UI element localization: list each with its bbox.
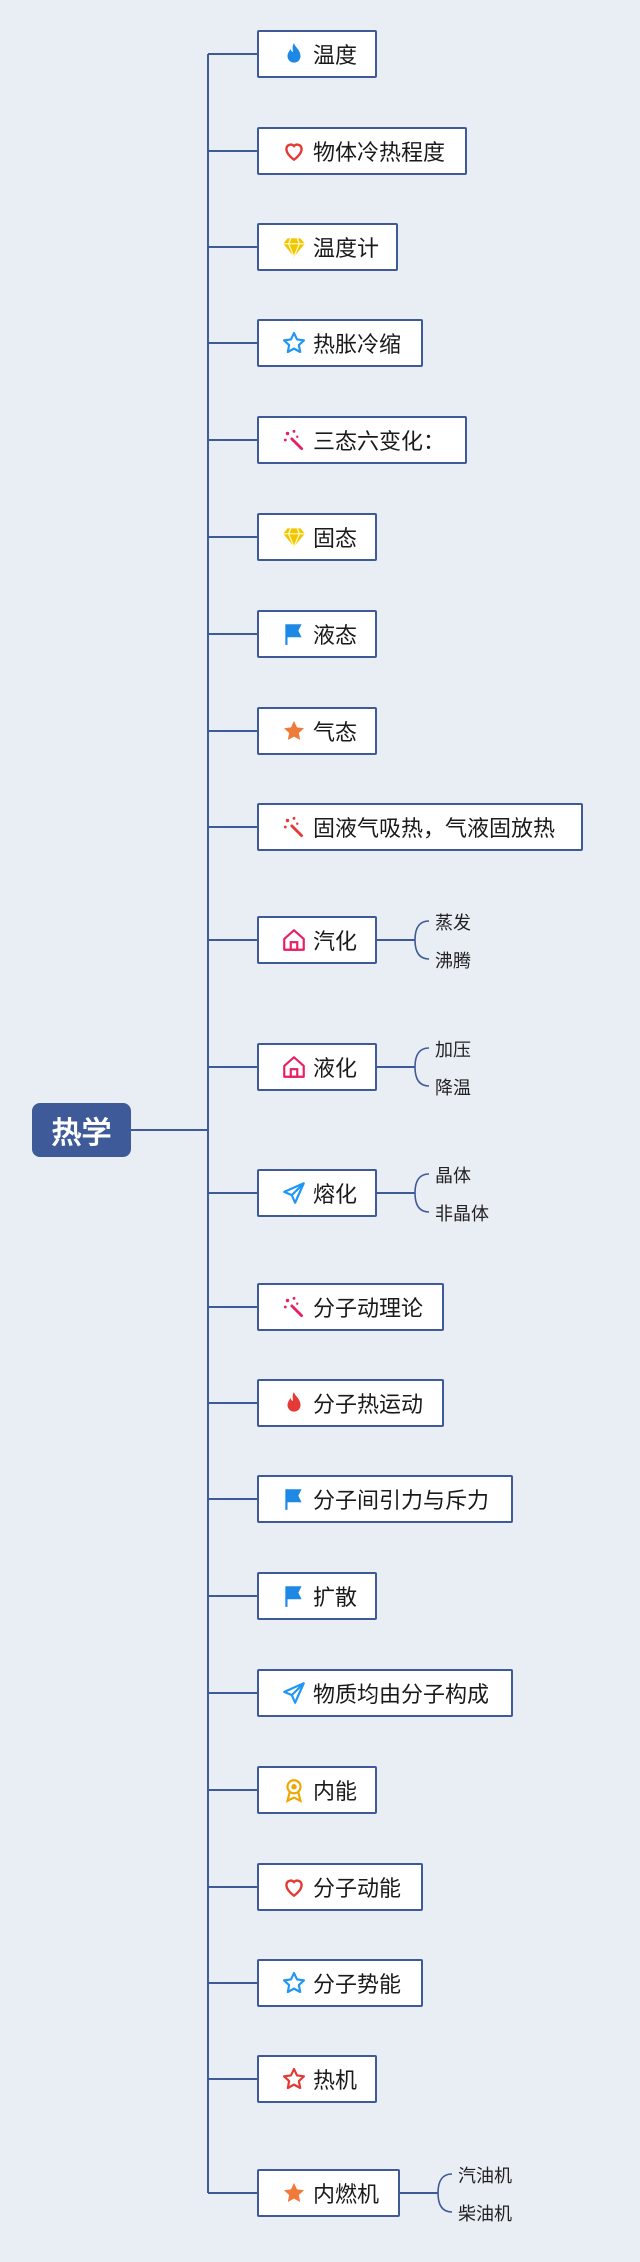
topic-label: 内燃机 bbox=[313, 2183, 380, 2208]
topic-label: 固态 bbox=[313, 527, 358, 552]
root-topic[interactable]: 热学 bbox=[32, 1103, 131, 1157]
topic-node[interactable]: 液化 bbox=[257, 1043, 377, 1091]
topic-label: 内能 bbox=[313, 1780, 358, 1805]
topic-label: 熔化 bbox=[313, 1183, 358, 1208]
root-topic-label: 热学 bbox=[51, 1116, 112, 1151]
magic-wand-icon bbox=[281, 427, 307, 453]
fire-icon bbox=[281, 41, 307, 67]
flag-icon bbox=[281, 1486, 307, 1512]
topic-node[interactable]: 分子势能 bbox=[257, 1959, 423, 2007]
topic-label: 温度计 bbox=[313, 237, 380, 262]
subtopic-curve bbox=[414, 1066, 430, 1087]
flag-icon bbox=[281, 1583, 307, 1609]
paper-plane-icon bbox=[281, 1680, 307, 1706]
topic-node[interactable]: 内燃机 bbox=[257, 2169, 400, 2217]
topic-label: 液化 bbox=[313, 1057, 358, 1082]
subtopic-label[interactable]: 晶体 bbox=[435, 1166, 471, 1187]
topic-node[interactable]: 物质均由分子构成 bbox=[257, 1669, 513, 1717]
topic-label: 气态 bbox=[313, 721, 358, 746]
topic-label: 三态六变化： bbox=[313, 430, 446, 455]
heart-icon bbox=[281, 138, 307, 164]
subtopic-label[interactable]: 沸腾 bbox=[435, 951, 471, 972]
topic-node[interactable]: 分子动理论 bbox=[257, 1283, 444, 1331]
home-icon bbox=[281, 1054, 307, 1080]
subtopic-label[interactable]: 蒸发 bbox=[435, 913, 471, 934]
subtopic-curve bbox=[414, 1173, 430, 1194]
topic-label: 分子动能 bbox=[313, 1877, 402, 1902]
topic-node[interactable]: 汽化 bbox=[257, 916, 377, 964]
topic-label: 温度 bbox=[313, 44, 358, 69]
topic-label: 分子势能 bbox=[313, 1973, 402, 1998]
magic-wand-icon bbox=[281, 814, 307, 840]
flag-icon bbox=[281, 621, 307, 647]
topic-label: 热机 bbox=[313, 2069, 358, 2094]
topic-node[interactable]: 物体冷热程度 bbox=[257, 127, 467, 175]
heart-icon bbox=[281, 1874, 307, 1900]
subtopic-label[interactable]: 汽油机 bbox=[458, 2166, 512, 2187]
topic-label: 固液气吸热，气液固放热 bbox=[313, 817, 556, 842]
topic-label: 物体冷热程度 bbox=[313, 141, 446, 166]
topic-label: 汽化 bbox=[313, 930, 358, 955]
fire-icon bbox=[281, 1390, 307, 1416]
topic-node[interactable]: 热机 bbox=[257, 2055, 377, 2103]
topic-node[interactable]: 分子间引力与斥力 bbox=[257, 1475, 513, 1523]
topic-node[interactable]: 液态 bbox=[257, 610, 377, 658]
topic-label: 分子动理论 bbox=[313, 1297, 424, 1322]
topic-node[interactable]: 固液气吸热，气液固放热 bbox=[257, 803, 583, 851]
topic-node[interactable]: 内能 bbox=[257, 1766, 377, 1814]
topic-node[interactable]: 分子热运动 bbox=[257, 1379, 444, 1427]
star-outline-icon bbox=[281, 330, 307, 356]
subtopic-label[interactable]: 柴油机 bbox=[458, 2204, 512, 2225]
magic-wand-icon bbox=[281, 1294, 307, 1320]
subtopic-curve bbox=[437, 2173, 453, 2194]
medal-icon bbox=[281, 1777, 307, 1803]
subtopic-curve bbox=[414, 1047, 430, 1068]
star-outline-icon bbox=[281, 1970, 307, 1996]
star-filled-icon bbox=[281, 2180, 307, 2206]
paper-plane-icon bbox=[281, 1180, 307, 1206]
topic-node[interactable]: 气态 bbox=[257, 707, 377, 755]
topic-label: 分子间引力与斥力 bbox=[313, 1489, 490, 1514]
topic-node[interactable]: 熔化 bbox=[257, 1169, 377, 1217]
subtopic-curve bbox=[414, 1192, 430, 1213]
topic-node[interactable]: 扩散 bbox=[257, 1572, 377, 1620]
subtopic-label[interactable]: 非晶体 bbox=[435, 1204, 489, 1225]
topic-node[interactable]: 固态 bbox=[257, 513, 377, 561]
topic-label: 液态 bbox=[313, 624, 358, 649]
star-outline-icon bbox=[281, 2066, 307, 2092]
star-filled-icon bbox=[281, 718, 307, 744]
topic-node[interactable]: 热胀冷缩 bbox=[257, 319, 423, 367]
subtopic-curve bbox=[437, 2192, 453, 2213]
topic-label: 扩散 bbox=[313, 1586, 358, 1611]
subtopic-label[interactable]: 降温 bbox=[435, 1078, 471, 1099]
home-icon bbox=[281, 927, 307, 953]
subtopic-label[interactable]: 加压 bbox=[435, 1040, 471, 1061]
diamond-icon bbox=[281, 234, 307, 260]
topic-node[interactable]: 分子动能 bbox=[257, 1863, 423, 1911]
topic-label: 分子热运动 bbox=[313, 1393, 424, 1418]
topic-label: 热胀冷缩 bbox=[313, 333, 402, 358]
topic-label: 物质均由分子构成 bbox=[313, 1683, 490, 1708]
topic-node[interactable]: 三态六变化： bbox=[257, 416, 467, 464]
topic-node[interactable]: 温度计 bbox=[257, 223, 398, 271]
subtopic-curve bbox=[414, 939, 430, 960]
subtopic-curve bbox=[414, 920, 430, 941]
topic-node[interactable]: 温度 bbox=[257, 30, 377, 78]
diamond-icon bbox=[281, 524, 307, 550]
